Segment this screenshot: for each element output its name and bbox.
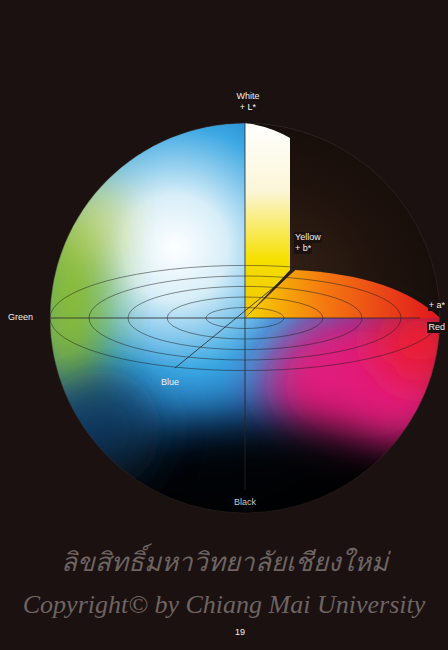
axis-label: Black	[234, 497, 256, 508]
cutaway-interior	[245, 123, 440, 318]
page-number: 19	[235, 627, 245, 638]
axis-label: Red	[427, 322, 446, 333]
axis-label: + L*	[240, 102, 256, 113]
watermark: Copyright© by Chiang Mai University	[23, 590, 426, 620]
watermark: ลิขสิทธิ์มหาวิทยาลัยเชียงใหม่	[61, 548, 388, 578]
axis-label: Blue	[161, 377, 179, 388]
axis-label: + a*	[428, 300, 446, 311]
axes	[50, 123, 420, 490]
axis-label: Green	[8, 312, 33, 323]
sphere-outline	[50, 123, 440, 513]
axis-label: Yellow	[294, 232, 322, 243]
axis-label: + b*	[294, 243, 312, 254]
sphere-body	[30, 123, 448, 590]
axis-label: White	[236, 91, 259, 102]
